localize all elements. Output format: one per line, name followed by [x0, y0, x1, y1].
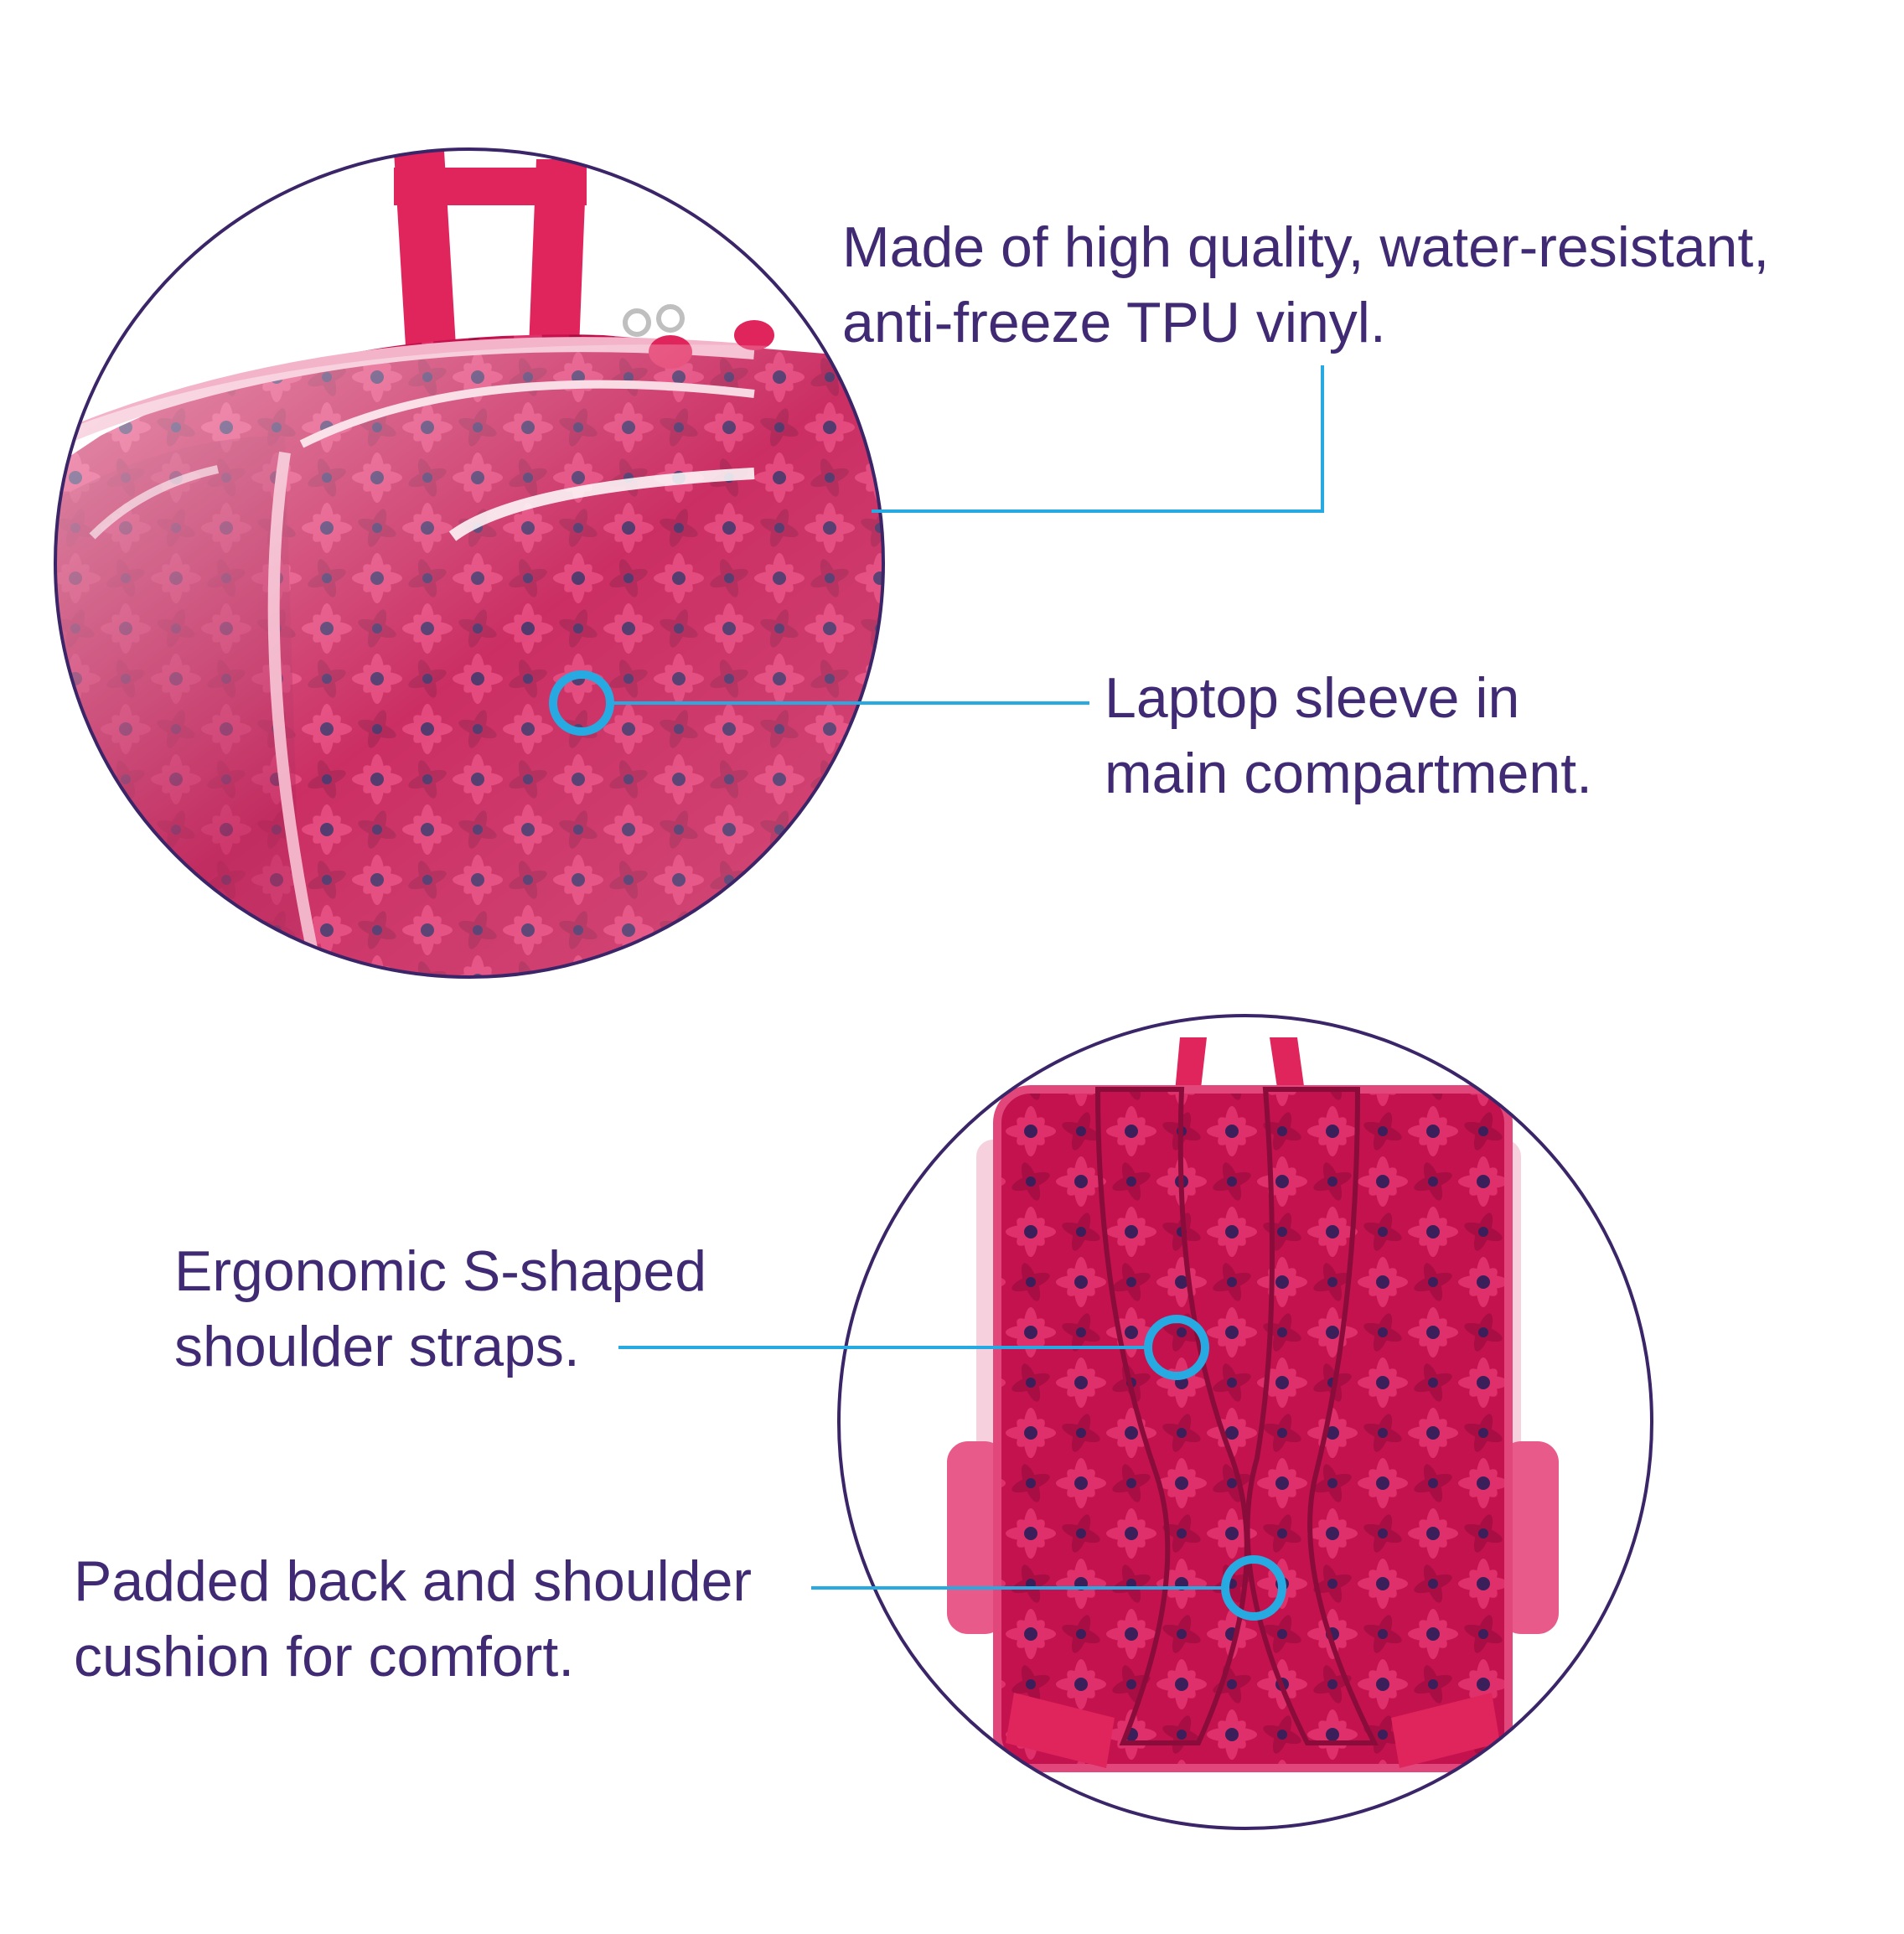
callout-straps: Ergonomic S-shaped shoulder straps.	[174, 1233, 706, 1384]
backpack-frame-circle	[837, 1014, 1653, 1830]
closeup-frame-circle	[54, 147, 885, 979]
callout-laptop-line-1: Laptop sleeve in	[1105, 666, 1520, 730]
laptop-marker	[549, 670, 614, 736]
callout-laptop: Laptop sleeve in main compartment.	[1105, 660, 1592, 811]
closeup-bag-top-image	[55, 149, 883, 977]
callout-straps-line-2: shoulder straps.	[174, 1315, 580, 1378]
callout-material: Made of high quality, water-resistant, a…	[842, 209, 1769, 360]
straps-marker	[1144, 1315, 1209, 1380]
callout-material-line-1: Made of high quality, water-resistant,	[842, 215, 1770, 279]
callout-material-line-2: anti-freeze TPU vinyl.	[842, 291, 1386, 354]
callout-laptop-line-2: main compartment.	[1105, 742, 1592, 805]
material-leader-line	[872, 365, 1324, 513]
padding-marker	[1221, 1555, 1286, 1621]
callout-straps-line-1: Ergonomic S-shaped	[174, 1239, 707, 1303]
backpack-back-image	[839, 1016, 1652, 1828]
callout-padding-line-1: Padded back and shoulder	[74, 1549, 753, 1613]
callout-padding-line-2: cushion for comfort.	[74, 1625, 575, 1688]
callout-padding: Padded back and shoulder cushion for com…	[74, 1544, 752, 1694]
